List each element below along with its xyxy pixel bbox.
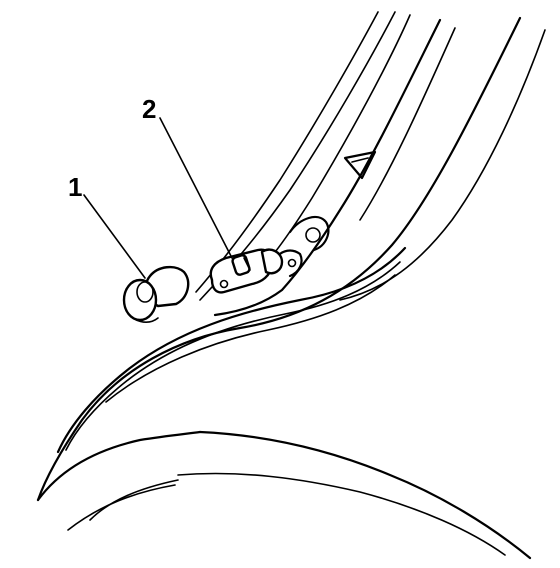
leader-line-2 — [159, 117, 233, 259]
mounting-bracket — [274, 215, 330, 278]
pillar-trim — [36, 11, 546, 502]
callout-2: 2 — [142, 94, 156, 124]
part-2-connector — [209, 248, 284, 294]
leader-lines — [83, 117, 233, 279]
body-panel-curves — [36, 246, 532, 560]
trim-arrow-marker — [343, 150, 377, 180]
callout-1: 1 — [68, 172, 82, 202]
leader-line-1 — [83, 194, 146, 279]
part-1-bumper — [122, 265, 190, 323]
